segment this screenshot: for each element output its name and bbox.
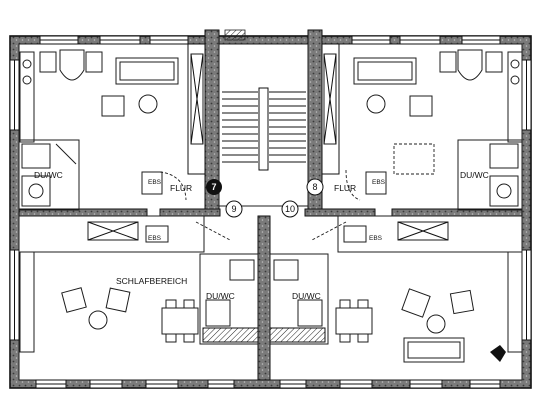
- label-flur-right: FLUR: [334, 183, 356, 193]
- unit-9-number: 9: [231, 204, 236, 214]
- label-du-wc-top-right: DU/WC: [460, 170, 489, 180]
- label-schlafbereich: SCHLAFBEREICH: [116, 276, 187, 286]
- windows-top: [39, 35, 501, 45]
- stair-steps: [222, 91, 306, 163]
- label-ebs-bottom-left: EBS: [148, 235, 162, 242]
- apartment-top-left: [18, 43, 206, 211]
- label-flur-left: FLUR: [170, 183, 192, 193]
- unit-8-number: 8: [312, 182, 317, 192]
- unit-10-number: 10: [285, 204, 295, 214]
- unit-9-marker: 9: [225, 200, 243, 218]
- unit-8-marker: 8: [306, 178, 324, 196]
- label-du-wc-bottom-right: DU/WC: [292, 291, 321, 301]
- unit-7-number: 7: [211, 182, 216, 192]
- windows-bottom: [35, 379, 501, 389]
- apartment-bottom-left: [18, 215, 259, 353]
- stair-core: [204, 29, 323, 211]
- label-ebs-top-right: EBS: [372, 179, 386, 186]
- label-ebs-top-left: EBS: [148, 179, 162, 186]
- label-ebs-bottom-right: EBS: [369, 235, 383, 242]
- apartment-top-right: [321, 43, 523, 211]
- apartment-bottom-right: [269, 215, 523, 363]
- windows-side: [9, 59, 532, 341]
- unit-7-marker: 7: [206, 179, 222, 195]
- unit-10-marker: 10: [281, 200, 299, 218]
- label-du-wc-top-left: DU/WC: [34, 170, 63, 180]
- label-du-wc-bottom-left: DU/WC: [206, 291, 235, 301]
- central-wall: [18, 208, 523, 381]
